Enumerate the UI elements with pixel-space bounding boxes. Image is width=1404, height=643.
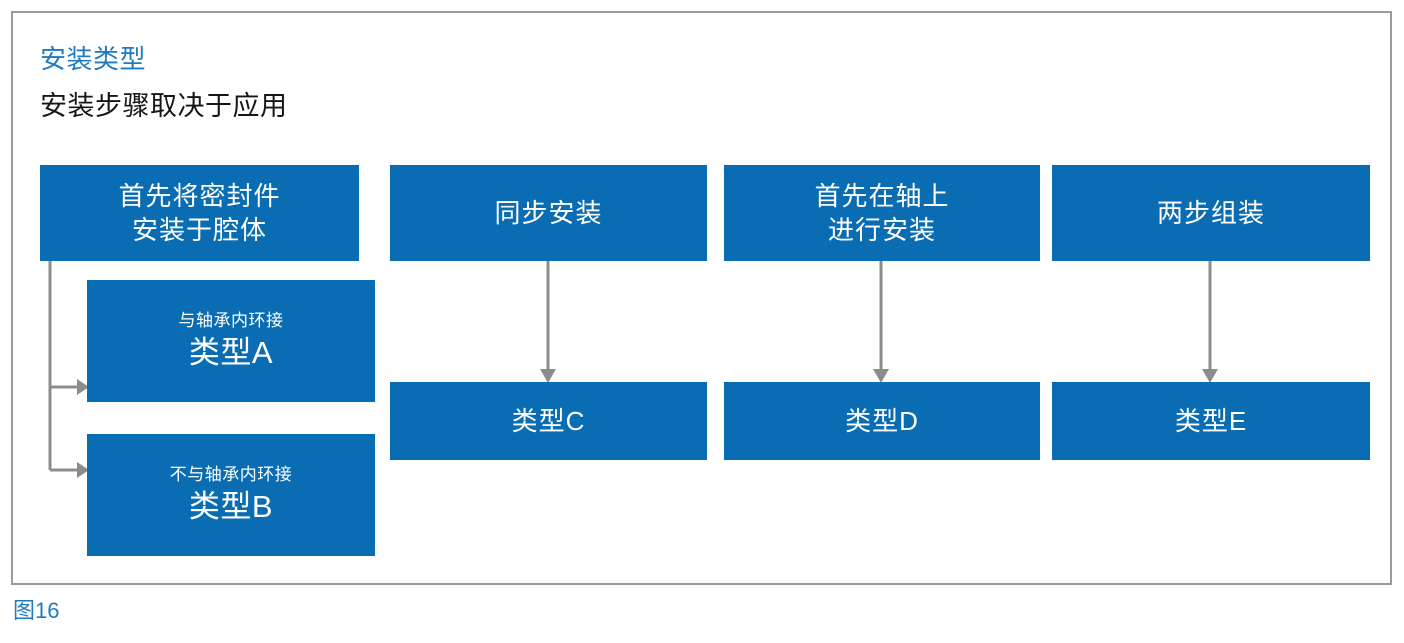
box-type-e-label: 类型E [1174,406,1248,436]
box-type-c-label: 类型C [511,406,586,436]
box-type-b-label: 类型B [188,489,274,524]
box-cavity-first-line1: 首先将密封件 [118,181,281,211]
box-type-a[interactable]: 与轴承内环接 类型A [87,280,375,402]
box-cavity-first-line2: 安装于腔体 [131,215,267,245]
box-type-e[interactable]: 类型E [1052,382,1370,460]
box-type-a-label: 类型A [188,335,274,370]
box-simultaneous-mounting[interactable]: 同步安装 [390,165,707,261]
box-two-step-assembly[interactable]: 两步组装 [1052,165,1370,261]
box-type-c[interactable]: 类型C [390,382,707,460]
figure-caption: 图16 [13,598,60,623]
box-type-b-subtext: 不与轴承内环接 [169,465,293,484]
box-simultaneous-mounting-line1: 同步安装 [494,198,603,228]
box-type-d[interactable]: 类型D [724,382,1040,460]
box-type-b[interactable]: 不与轴承内环接 类型B [87,434,375,556]
figure-subtitle: 安装步骤取决于应用 [40,91,288,121]
figure-frame: 安装类型 安装步骤取决于应用 [11,11,1392,585]
box-two-step-assembly-line1: 两步组装 [1156,198,1265,228]
figure-title: 安装类型 [40,44,147,74]
box-type-a-subtext: 与轴承内环接 [178,311,284,330]
box-shaft-first-line2: 进行安装 [827,215,936,245]
box-type-d-label: 类型D [845,406,919,436]
box-shaft-first-line1: 首先在轴上 [814,181,950,211]
box-shaft-first[interactable]: 首先在轴上 进行安装 [724,165,1040,261]
box-cavity-first[interactable]: 首先将密封件 安装于腔体 [40,165,359,261]
